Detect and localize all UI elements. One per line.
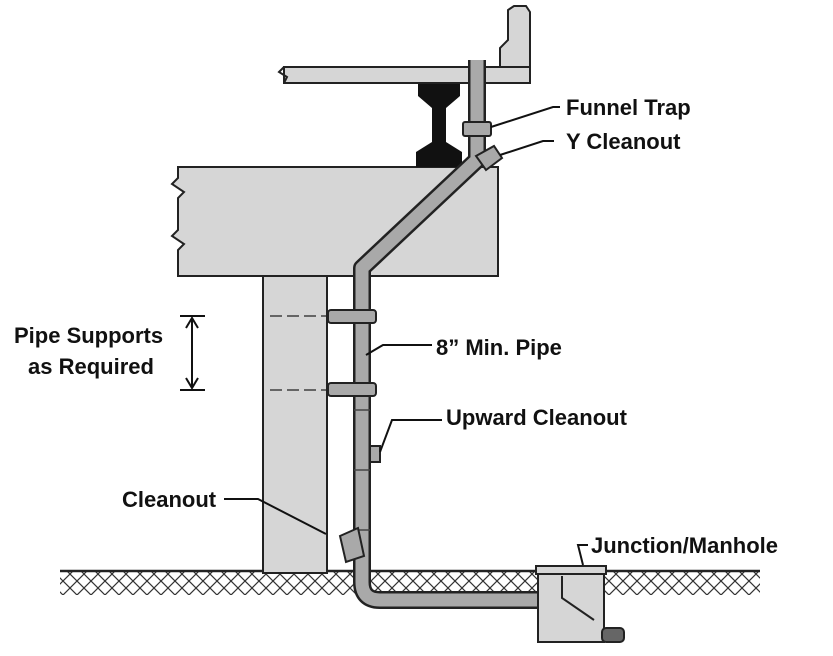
- upward-cleanout-fitting: [369, 445, 381, 463]
- funnel-trap-fitting: [462, 121, 492, 137]
- deck-slab: [277, 66, 531, 84]
- drain-pipe: [353, 60, 550, 609]
- pier-column: [262, 274, 328, 574]
- leader-lines: [180, 106, 588, 566]
- girder: [416, 84, 462, 167]
- junction-manhole: [535, 565, 625, 643]
- min-pipe-label: 8” Min. Pipe: [436, 335, 562, 360]
- barrier: [499, 5, 531, 68]
- pipe-supports-label-line2: as Required: [28, 354, 154, 379]
- y-cleanout-fitting: [474, 144, 504, 172]
- upward-cleanout-label: Upward Cleanout: [446, 405, 628, 430]
- cleanout-label: Cleanout: [122, 487, 217, 512]
- pipe-supports-label-line1: Pipe Supports: [14, 323, 163, 348]
- junction-manhole-label: Junction/Manhole: [591, 533, 778, 558]
- cleanout-fitting: [338, 526, 366, 564]
- funnel-trap-label: Funnel Trap: [566, 95, 691, 120]
- y-cleanout-label: Y Cleanout: [566, 129, 681, 154]
- pipe-supports: [270, 309, 377, 397]
- pier-cap: [170, 166, 499, 277]
